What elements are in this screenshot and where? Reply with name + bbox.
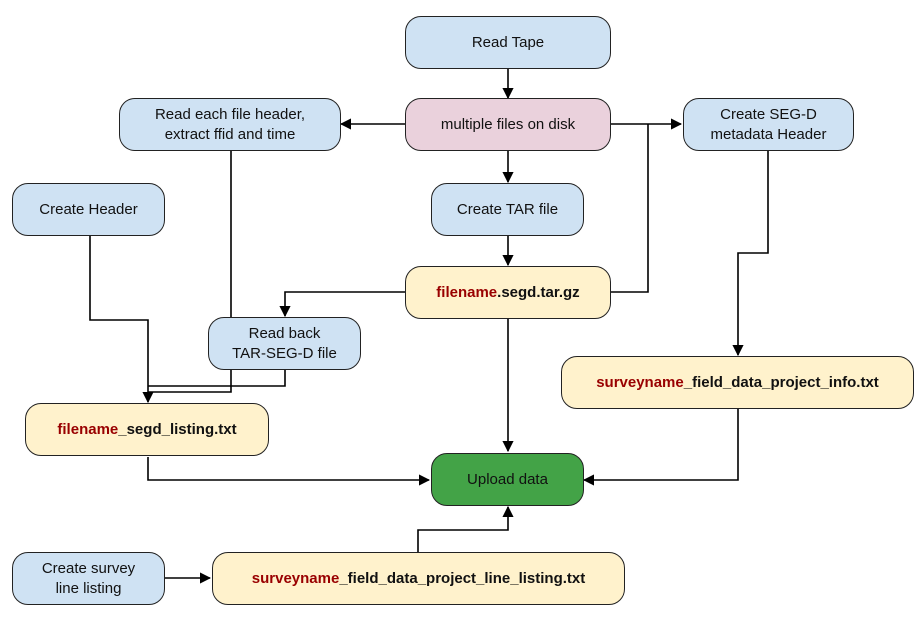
edge-readheader-to-listing xyxy=(148,150,232,393)
edge-linelisting-to-upload xyxy=(417,505,514,552)
node-multiple-files: multiple files on disk xyxy=(405,98,611,151)
segd-listing-suffix: _segd_listing.txt xyxy=(118,420,237,438)
filename-var: filename xyxy=(57,420,119,438)
node-create-header: Create Header xyxy=(12,183,165,236)
node-read-header: Read each file header, extract ffid and … xyxy=(119,98,341,151)
edge-listing-to-upload xyxy=(147,457,431,486)
node-create-survey-listing: Create survey line listing xyxy=(12,552,165,605)
edge-createheader-to-listing xyxy=(89,235,154,404)
surveyname-var: surveyname xyxy=(251,569,340,587)
edge-segdmeta-to-projectinfo xyxy=(732,150,769,357)
node-line-listing: surveyname_field_data_project_line_listi… xyxy=(212,552,625,605)
filename-suffix: .segd.tar.gz xyxy=(497,283,580,301)
edge-targz-to-right xyxy=(610,124,649,293)
surveyname-var: surveyname xyxy=(596,373,684,391)
project-info-suffix: _field_data_project_info.txt xyxy=(683,373,879,391)
node-create-segd-metadata: Create SEG-D metadata Header xyxy=(683,98,854,151)
node-segd-listing: filename_segd_listing.txt xyxy=(25,403,269,456)
node-create-tar: Create TAR file xyxy=(431,183,584,236)
filename-var: filename xyxy=(436,283,498,301)
line-listing-suffix: _field_data_project_line_listing.txt xyxy=(339,569,586,587)
edge-projectinfo-to-upload xyxy=(582,409,739,486)
edge-readback-to-listing xyxy=(148,370,286,387)
node-read-tape: Read Tape xyxy=(405,16,611,69)
node-upload-data: Upload data xyxy=(431,453,584,506)
node-read-back: Read back TAR-SEG-D file xyxy=(208,317,361,370)
node-project-info: surveyname_field_data_project_info.txt xyxy=(561,356,914,409)
node-tar-file: filename.segd.tar.gz xyxy=(405,266,611,319)
edge-targz-to-readback xyxy=(279,291,405,318)
